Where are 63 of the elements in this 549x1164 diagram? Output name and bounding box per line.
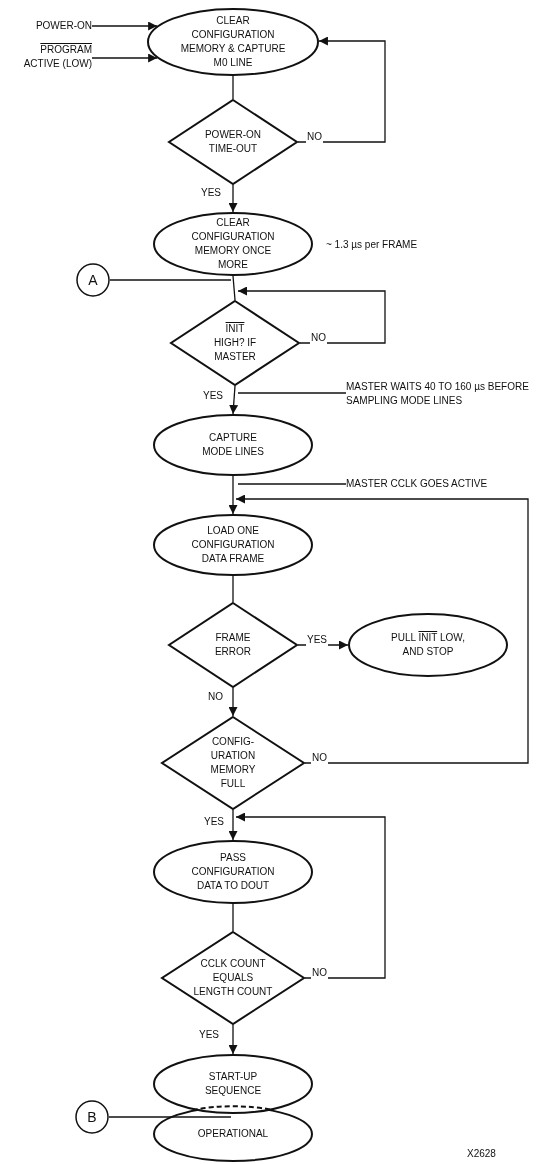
edge-label: YES xyxy=(306,633,328,647)
decision-diamond xyxy=(161,931,305,1025)
process-ellipse xyxy=(153,1054,313,1114)
connector-letter: B xyxy=(87,1110,97,1124)
connector-line xyxy=(232,75,234,100)
process-ellipse xyxy=(348,613,508,677)
step-text: PULL INIT LOW, AND STOP xyxy=(390,631,466,659)
flow-arrow xyxy=(297,640,349,650)
step-text: FRAME ERROR xyxy=(213,631,253,659)
step-text: CLEAR CONFIGURATION MEMORY & CAPTURE M0 LINE xyxy=(179,14,287,70)
step-text: INIT xyxy=(224,322,246,336)
flow-arrow xyxy=(235,812,386,979)
connector-line xyxy=(237,483,347,485)
signal-label: MASTER CCLK GOES ACTIVE xyxy=(346,477,488,491)
process-ellipse xyxy=(153,414,313,476)
decision-diamond xyxy=(161,716,305,810)
figure-number: X2628 xyxy=(467,1147,496,1161)
step-text: HIGH? IF MASTER xyxy=(212,336,258,364)
decision-diamond xyxy=(170,300,300,386)
edge-label: NO xyxy=(306,130,323,144)
step-text: CAPTURE MODE LINES xyxy=(201,431,265,459)
flow-arrow xyxy=(297,36,386,143)
connector-circle xyxy=(76,263,110,297)
flow-arrow xyxy=(235,494,529,764)
timing-note: ~ 1.3 µs per FRAME xyxy=(326,238,418,252)
signal-label: MASTER WAITS 40 TO 160 µs BEFORE SAMPLING MODE LINES xyxy=(346,380,530,408)
edge-label: NO xyxy=(311,966,328,980)
step-text: POWER-ON TIME-OUT xyxy=(203,128,263,156)
step-text: OPERATIONAL xyxy=(196,1127,270,1141)
connector-line xyxy=(232,903,234,932)
process-ellipse xyxy=(153,212,313,276)
connector-line xyxy=(237,392,347,394)
signal-label: POWER-ON xyxy=(35,19,92,33)
connector-letter: A xyxy=(88,273,98,287)
signal-label: ACTIVE (LOW) xyxy=(23,57,92,71)
connector-line xyxy=(109,279,232,281)
flow-arrow xyxy=(91,53,158,63)
flow-arrow xyxy=(228,687,238,717)
process-ellipse xyxy=(147,8,319,76)
connector-line xyxy=(232,575,234,603)
connector-circle xyxy=(75,1100,109,1134)
decision-diamond xyxy=(168,99,298,185)
flow-arrow xyxy=(228,475,238,515)
flow-arrow xyxy=(228,184,238,213)
step-text: LOAD ONE CONFIGURATION DATA FRAME xyxy=(190,524,276,566)
step-text: PASS CONFIGURATION DATA TO DOUT xyxy=(190,851,276,893)
signal-label: PROGRAM xyxy=(39,43,92,57)
edge-label: NO xyxy=(310,331,327,345)
connector-line xyxy=(232,275,236,301)
flow-arrow xyxy=(228,1024,238,1055)
flow-arrow xyxy=(229,385,239,415)
step-text: CONFIG- URATION MEMORY FULL xyxy=(209,735,257,791)
process-ellipse xyxy=(153,840,313,904)
decision-diamond xyxy=(168,602,298,688)
step-text: CLEAR CONFIGURATION MEMORY ONCE MORE xyxy=(190,216,276,272)
flow-arrow xyxy=(228,809,238,841)
flow-arrow xyxy=(237,286,386,344)
flow-arrow xyxy=(91,21,158,31)
step-text: CCLK COUNT EQUALS LENGTH COUNT xyxy=(193,957,273,999)
edge-label: NO xyxy=(311,751,328,765)
step-text: START-UP SEQUENCE xyxy=(203,1070,263,1098)
connector-line xyxy=(108,1116,232,1118)
process-ellipse xyxy=(153,514,313,576)
